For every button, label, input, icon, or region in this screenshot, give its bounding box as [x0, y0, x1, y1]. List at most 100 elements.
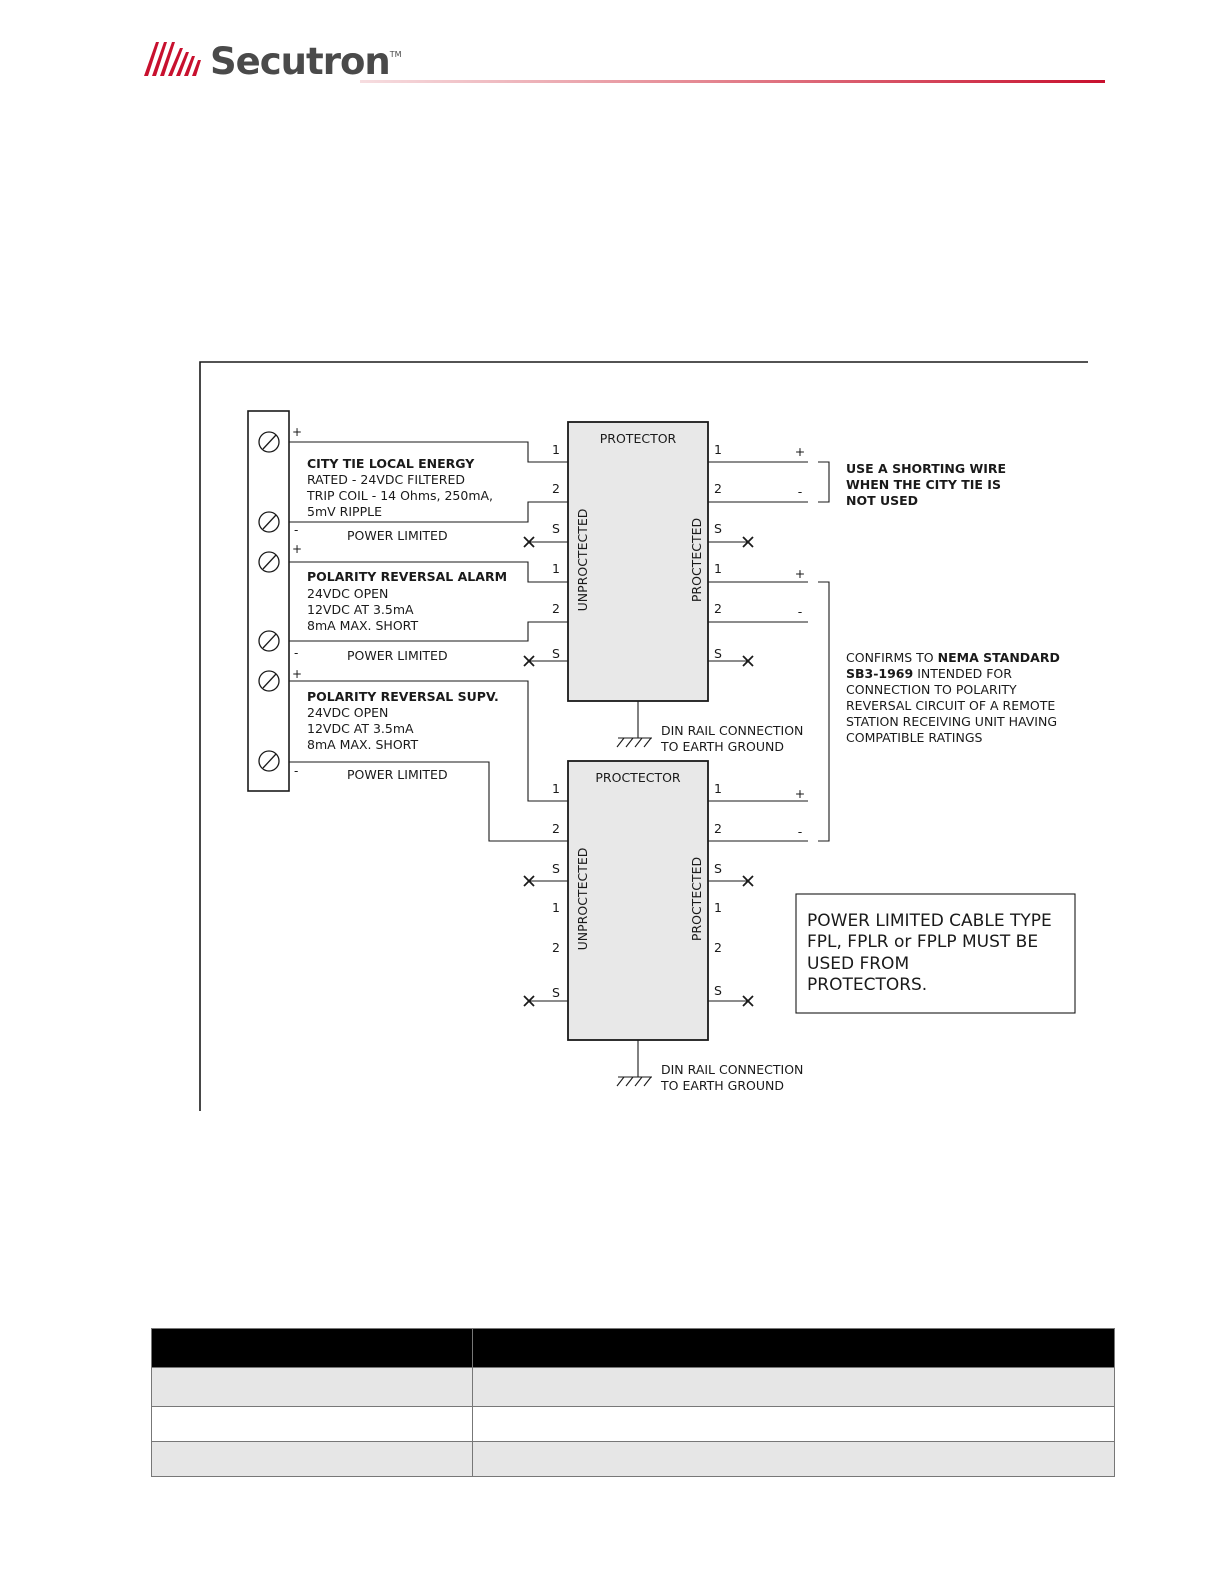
terminal-mark: -: [294, 523, 298, 537]
protector1-pin: 1: [552, 561, 560, 576]
output-mark: +: [795, 566, 805, 581]
protector1-left-label: UNPROCTECTED: [575, 509, 590, 612]
table-row: [151, 1406, 1115, 1442]
circuit3-title: POLARITY REVERSAL SUPV.: [307, 689, 499, 704]
shorting-note: WHEN THE CITY TIE IS: [846, 477, 1001, 492]
ground2-label: DIN RAIL CONNECTION: [661, 1062, 803, 1077]
output-mark: -: [798, 484, 803, 499]
table-cell: [151, 1441, 473, 1477]
trademark: TM: [389, 50, 402, 59]
wire-city-tie-minus: [289, 501, 568, 523]
nema-note-line: STATION RECEIVING UNIT HAVING: [846, 714, 1057, 729]
protector2-pin: 2: [714, 940, 722, 955]
wire-supv-plus: [289, 680, 568, 802]
terminal-mark: -: [294, 646, 298, 660]
x-termination-icon: [523, 995, 535, 1007]
x-termination-icon: [742, 655, 754, 667]
circuit1-line: TRIP COIL - 14 Ohms, 250mA,: [306, 488, 493, 503]
bracket-shorting: [818, 461, 830, 503]
x-termination-icon: [523, 875, 535, 887]
protector2-left-label: UNPROCTECTED: [575, 848, 590, 951]
protector-box-2: [567, 760, 709, 1041]
circuit1-line: 5mV RIPPLE: [307, 504, 382, 519]
ground1-label: TO EARTH GROUND: [660, 739, 784, 754]
protector2-pin: 1: [552, 781, 560, 796]
protector1-pin: 2: [714, 481, 722, 496]
output-mark: -: [798, 824, 803, 839]
terminal-screw-icon: [258, 750, 280, 772]
circuit1-title: CITY TIE LOCAL ENERGY: [307, 456, 475, 471]
protector2-right-label: PROCTECTED: [689, 857, 704, 941]
terminal-mark: -: [294, 764, 298, 778]
bracket-nema: [818, 581, 830, 842]
protector2-pin: 2: [552, 821, 560, 836]
diagram-frame: [199, 361, 1088, 1111]
data-table: [151, 1328, 1115, 1477]
protector1-pin: S: [552, 521, 560, 536]
protector1-pin: 1: [552, 442, 560, 457]
terminal-screw-icon: [258, 630, 280, 652]
circuit2-line: 24VDC OPEN: [307, 586, 388, 601]
protector2-pin: S: [552, 985, 560, 1000]
circuit2-power: POWER LIMITED: [347, 648, 448, 663]
terminal-mark: +: [292, 542, 302, 556]
protector2-pin: 1: [714, 900, 722, 915]
header-rule: [360, 80, 1105, 83]
protector2-pin: S: [714, 983, 722, 998]
cable-note-line: POWER LIMITED CABLE TYPE: [807, 911, 1052, 931]
table-cell: [472, 1441, 1115, 1477]
x-termination-icon: [742, 536, 754, 548]
table-cell: [472, 1406, 1115, 1442]
ground2-label: TO EARTH GROUND: [660, 1078, 784, 1093]
output-mark: -: [798, 604, 803, 619]
circuit3-line: 24VDC OPEN: [307, 705, 388, 720]
ground-icon: [616, 1040, 652, 1087]
table-cell: [472, 1367, 1115, 1407]
terminal-screw-icon: [258, 551, 280, 573]
terminal-mark: +: [292, 667, 302, 681]
protector2-pin: 2: [552, 940, 560, 955]
protector1-pin: 2: [552, 481, 560, 496]
circuit3-power: POWER LIMITED: [347, 767, 448, 782]
x-termination-icon: [742, 995, 754, 1007]
nema-note-line: REVERSAL CIRCUIT OF A REMOTE: [846, 698, 1055, 713]
ground1-label: DIN RAIL CONNECTION: [661, 723, 803, 738]
circuit3-line: 8mA MAX. SHORT: [307, 737, 418, 752]
x-termination-icon: [523, 536, 535, 548]
wire-alarm-plus: [289, 561, 568, 583]
table-header-cell: [472, 1328, 1115, 1368]
protector1-pin: 1: [714, 561, 722, 576]
output-mark: +: [795, 444, 805, 459]
protector1-pin: S: [714, 646, 722, 661]
wire-alarm-minus: [289, 621, 568, 642]
cable-note-box: [795, 893, 1076, 1014]
cable-note-line: PROTECTORS.: [807, 975, 927, 995]
cable-note-line: FPL, FPLR or FPLP MUST BE: [807, 932, 1038, 952]
wire-city-tie-plus: [289, 441, 568, 463]
terminal-screw-icon: [258, 670, 280, 692]
circuit2-title: POLARITY REVERSAL ALARM: [307, 569, 507, 584]
protector1-title: PROTECTOR: [600, 431, 677, 446]
protector1-pin: 2: [552, 601, 560, 616]
table-row: [151, 1441, 1115, 1477]
wire-supv-minus: [289, 761, 568, 842]
output-mark: +: [795, 786, 805, 801]
shorting-note: USE A SHORTING WIRE: [846, 461, 1006, 476]
terminal-screw-icon: [258, 431, 280, 453]
nema-note-line: COMPATIBLE RATINGS: [846, 730, 983, 745]
circuit1-line: RATED - 24VDC FILTERED: [307, 472, 465, 487]
ground-icon: [616, 701, 652, 748]
terminal-strip: [247, 410, 290, 792]
nema-note-line: CONNECTION TO POLARITY: [846, 682, 1017, 697]
circuit1-power: POWER LIMITED: [347, 528, 448, 543]
protector2-pin: S: [552, 861, 560, 876]
protector1-right-label: PROCTECTED: [689, 518, 704, 602]
brand-name: SecutronTM: [210, 40, 402, 83]
terminal-mark: +: [292, 425, 302, 439]
circuit3-line: 12VDC AT 3.5mA: [307, 721, 414, 736]
circuit2-line: 8mA MAX. SHORT: [307, 618, 418, 633]
brand-logo-icon: [144, 42, 201, 76]
table-cell: [151, 1367, 473, 1407]
protector1-pin: S: [552, 646, 560, 661]
protector2-pin: 2: [714, 821, 722, 836]
